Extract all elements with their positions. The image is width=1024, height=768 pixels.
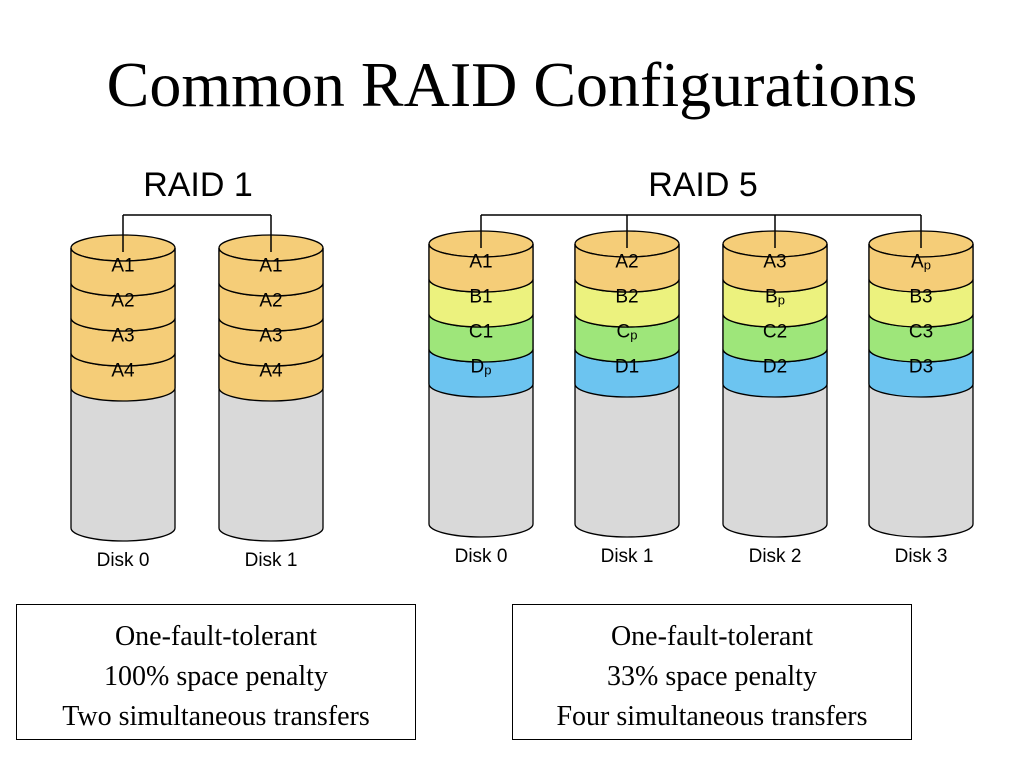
disk-label: Disk 1 <box>245 550 298 571</box>
block-label: A1 <box>469 252 492 273</box>
raid-group-label: RAID 5 <box>648 166 758 204</box>
block-label: Dp <box>471 357 492 378</box>
parity-subscript: p <box>484 363 491 378</box>
block-label: A2 <box>259 291 282 312</box>
raid5-space-penalty: 33% space penalty <box>607 661 817 692</box>
block-label: A4 <box>111 361 135 382</box>
block-label: B1 <box>469 287 492 308</box>
parity-subscript: p <box>778 293 785 308</box>
disk-label: Disk 0 <box>455 546 508 567</box>
block-label: A3 <box>763 252 786 273</box>
block-label: A2 <box>615 252 638 273</box>
disk-label: Disk 2 <box>749 546 802 567</box>
block-label: B2 <box>615 287 638 308</box>
block-label: D1 <box>615 357 639 378</box>
raid-group-label: RAID 1 <box>143 166 253 204</box>
block-label: C2 <box>763 322 787 343</box>
parity-subscript: p <box>924 258 931 273</box>
block-label: A4 <box>259 361 283 382</box>
raid1-fault-tolerance: One-fault-tolerant <box>114 621 318 652</box>
block-label: D3 <box>909 357 933 378</box>
block-label: A2 <box>111 291 134 312</box>
raid5-fault-tolerance: One-fault-tolerant <box>610 621 814 652</box>
raid5-description-box: One-fault-tolerant 33% space penalty Fou… <box>512 604 912 740</box>
raid5-transfers: Four simultaneous transfers <box>556 701 868 732</box>
block-label: A3 <box>259 326 282 347</box>
raid1-space-penalty: 100% space penalty <box>104 661 328 692</box>
block-label: B3 <box>909 287 932 308</box>
raid1-description-box: One-fault-tolerant 100% space penalty Tw… <box>16 604 416 740</box>
block-label: Ap <box>911 252 931 273</box>
disk-label: Disk 1 <box>601 546 654 567</box>
block-label: Bp <box>765 287 785 308</box>
block-label: C3 <box>909 322 933 343</box>
parity-subscript: p <box>630 328 637 343</box>
block-label: A1 <box>111 256 134 277</box>
disk-label: Disk 3 <box>895 546 948 567</box>
block-label: D2 <box>763 357 787 378</box>
block-label: C1 <box>469 322 493 343</box>
disk-label: Disk 0 <box>97 550 150 571</box>
block-label: A3 <box>111 326 134 347</box>
raid1-transfers: Two simultaneous transfers <box>62 701 370 732</box>
block-label: A1 <box>259 256 282 277</box>
block-label: Cp <box>617 322 638 343</box>
slide-title: Common RAID Configurations <box>106 49 918 120</box>
